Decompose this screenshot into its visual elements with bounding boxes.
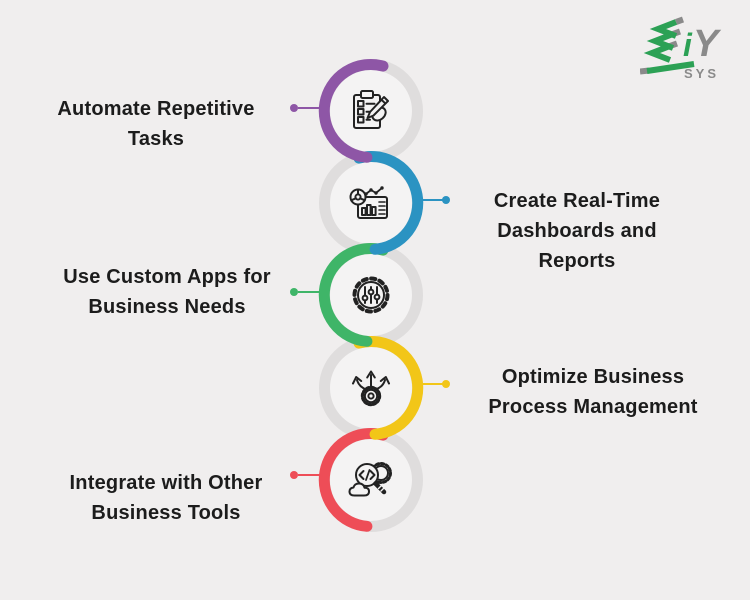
arc-step-4	[353, 335, 424, 440]
label-optimize-business-process: Optimize Business Process Management	[488, 362, 697, 422]
arc-step-2	[353, 150, 424, 255]
connector-dot-1	[290, 104, 298, 112]
connector-dot-3	[290, 288, 298, 296]
arc-step-3	[318, 242, 389, 347]
label-line: Automate Repetitive	[57, 98, 255, 120]
label-line: Business Needs	[88, 296, 246, 318]
label-line: Optimize Business	[501, 366, 685, 388]
label-create-real-time-dashboards: Create Real-Time Dashboards and Reports	[494, 186, 660, 276]
branching-arrows-gear-icon	[352, 370, 390, 407]
label-line: Dashboards and	[497, 220, 657, 242]
label-line: Process Management	[488, 396, 698, 418]
connector-dot-4	[442, 380, 450, 388]
logo-letter-i: i	[683, 27, 693, 63]
connector-dot-2	[442, 196, 450, 204]
label-integrate-business-tools: Integrate with Other Business Tools	[70, 468, 263, 528]
gear-sliders-icon	[352, 276, 390, 314]
logo-subtext: SYS	[684, 66, 719, 81]
logo-e-chevrons	[640, 16, 695, 75]
label-automate-repetitive-tasks: Automate Repetitive Tasks	[57, 94, 254, 154]
clipboard-checklist-icon	[353, 90, 389, 129]
label-line: Integrate with Other	[69, 472, 263, 494]
connectors	[290, 104, 450, 479]
label-line: Tasks	[127, 128, 185, 150]
label-line: Create Real-Time	[493, 190, 661, 212]
connector-dot-5	[290, 471, 298, 479]
eiysys-logo: i Y SYS	[640, 16, 722, 81]
dashboard-charts-icon	[349, 186, 388, 219]
code-search-cloud-icon	[348, 462, 392, 497]
arc-step-5	[318, 427, 389, 532]
arc-step-1	[318, 58, 389, 163]
label-line: Use Custom Apps for	[63, 266, 271, 288]
node-arcs	[318, 58, 424, 532]
label-line: Reports	[538, 250, 616, 272]
label-line: Business Tools	[91, 502, 241, 524]
logo-letter-y: Y	[693, 23, 722, 65]
label-use-custom-apps: Use Custom Apps for Business Needs	[63, 262, 271, 322]
